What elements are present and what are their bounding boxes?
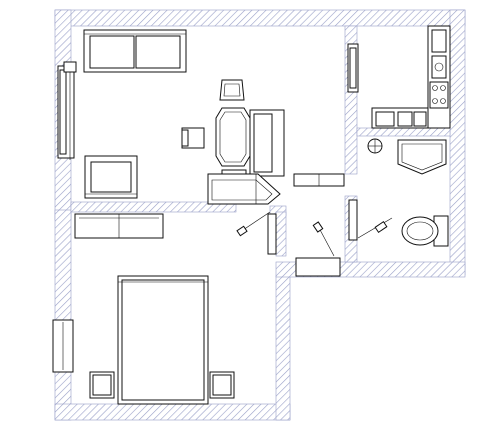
door-bathroom[interactable] <box>357 217 393 239</box>
nightstand[interactable] <box>89 371 115 399</box>
double-bed[interactable] <box>117 275 209 405</box>
wall-bottom-bedroom <box>54 403 291 421</box>
door-bedroom[interactable] <box>236 211 277 255</box>
kitchen <box>371 25 451 129</box>
door-entrance[interactable] <box>295 221 341 277</box>
dining-chair[interactable] <box>181 127 205 149</box>
wall-hall-stub <box>275 211 287 257</box>
wall-left-lower <box>54 209 72 421</box>
dining-table[interactable] <box>215 107 251 167</box>
wash-basin[interactable] <box>397 139 447 175</box>
shower-valve[interactable] <box>367 138 383 154</box>
toilet[interactable] <box>401 215 449 247</box>
living-room <box>57 29 359 205</box>
low-cabinet[interactable] <box>293 173 345 187</box>
wall-desk[interactable] <box>52 319 74 373</box>
tv-console[interactable] <box>347 43 359 93</box>
wall-top <box>54 9 466 27</box>
wall-living-bedroom <box>70 201 237 213</box>
stove[interactable] <box>429 81 449 109</box>
kitchen-sink[interactable] <box>371 107 429 129</box>
nightstand[interactable] <box>209 371 235 399</box>
bedroom <box>52 213 235 405</box>
bathroom <box>348 138 449 247</box>
sofa[interactable] <box>83 29 187 73</box>
bathroom-cabinet[interactable] <box>348 199 358 241</box>
wall-right <box>449 9 466 276</box>
dining-chair[interactable] <box>219 79 245 101</box>
wardrobe[interactable] <box>74 213 164 239</box>
armchair[interactable] <box>84 155 138 199</box>
corner-bench[interactable] <box>207 109 285 205</box>
wall-bedroom-right <box>275 275 291 421</box>
hallway <box>236 211 393 277</box>
wall-shelf[interactable] <box>57 61 77 160</box>
wall-kitchen-bath <box>356 127 451 137</box>
kitchen-counter[interactable] <box>427 25 451 129</box>
